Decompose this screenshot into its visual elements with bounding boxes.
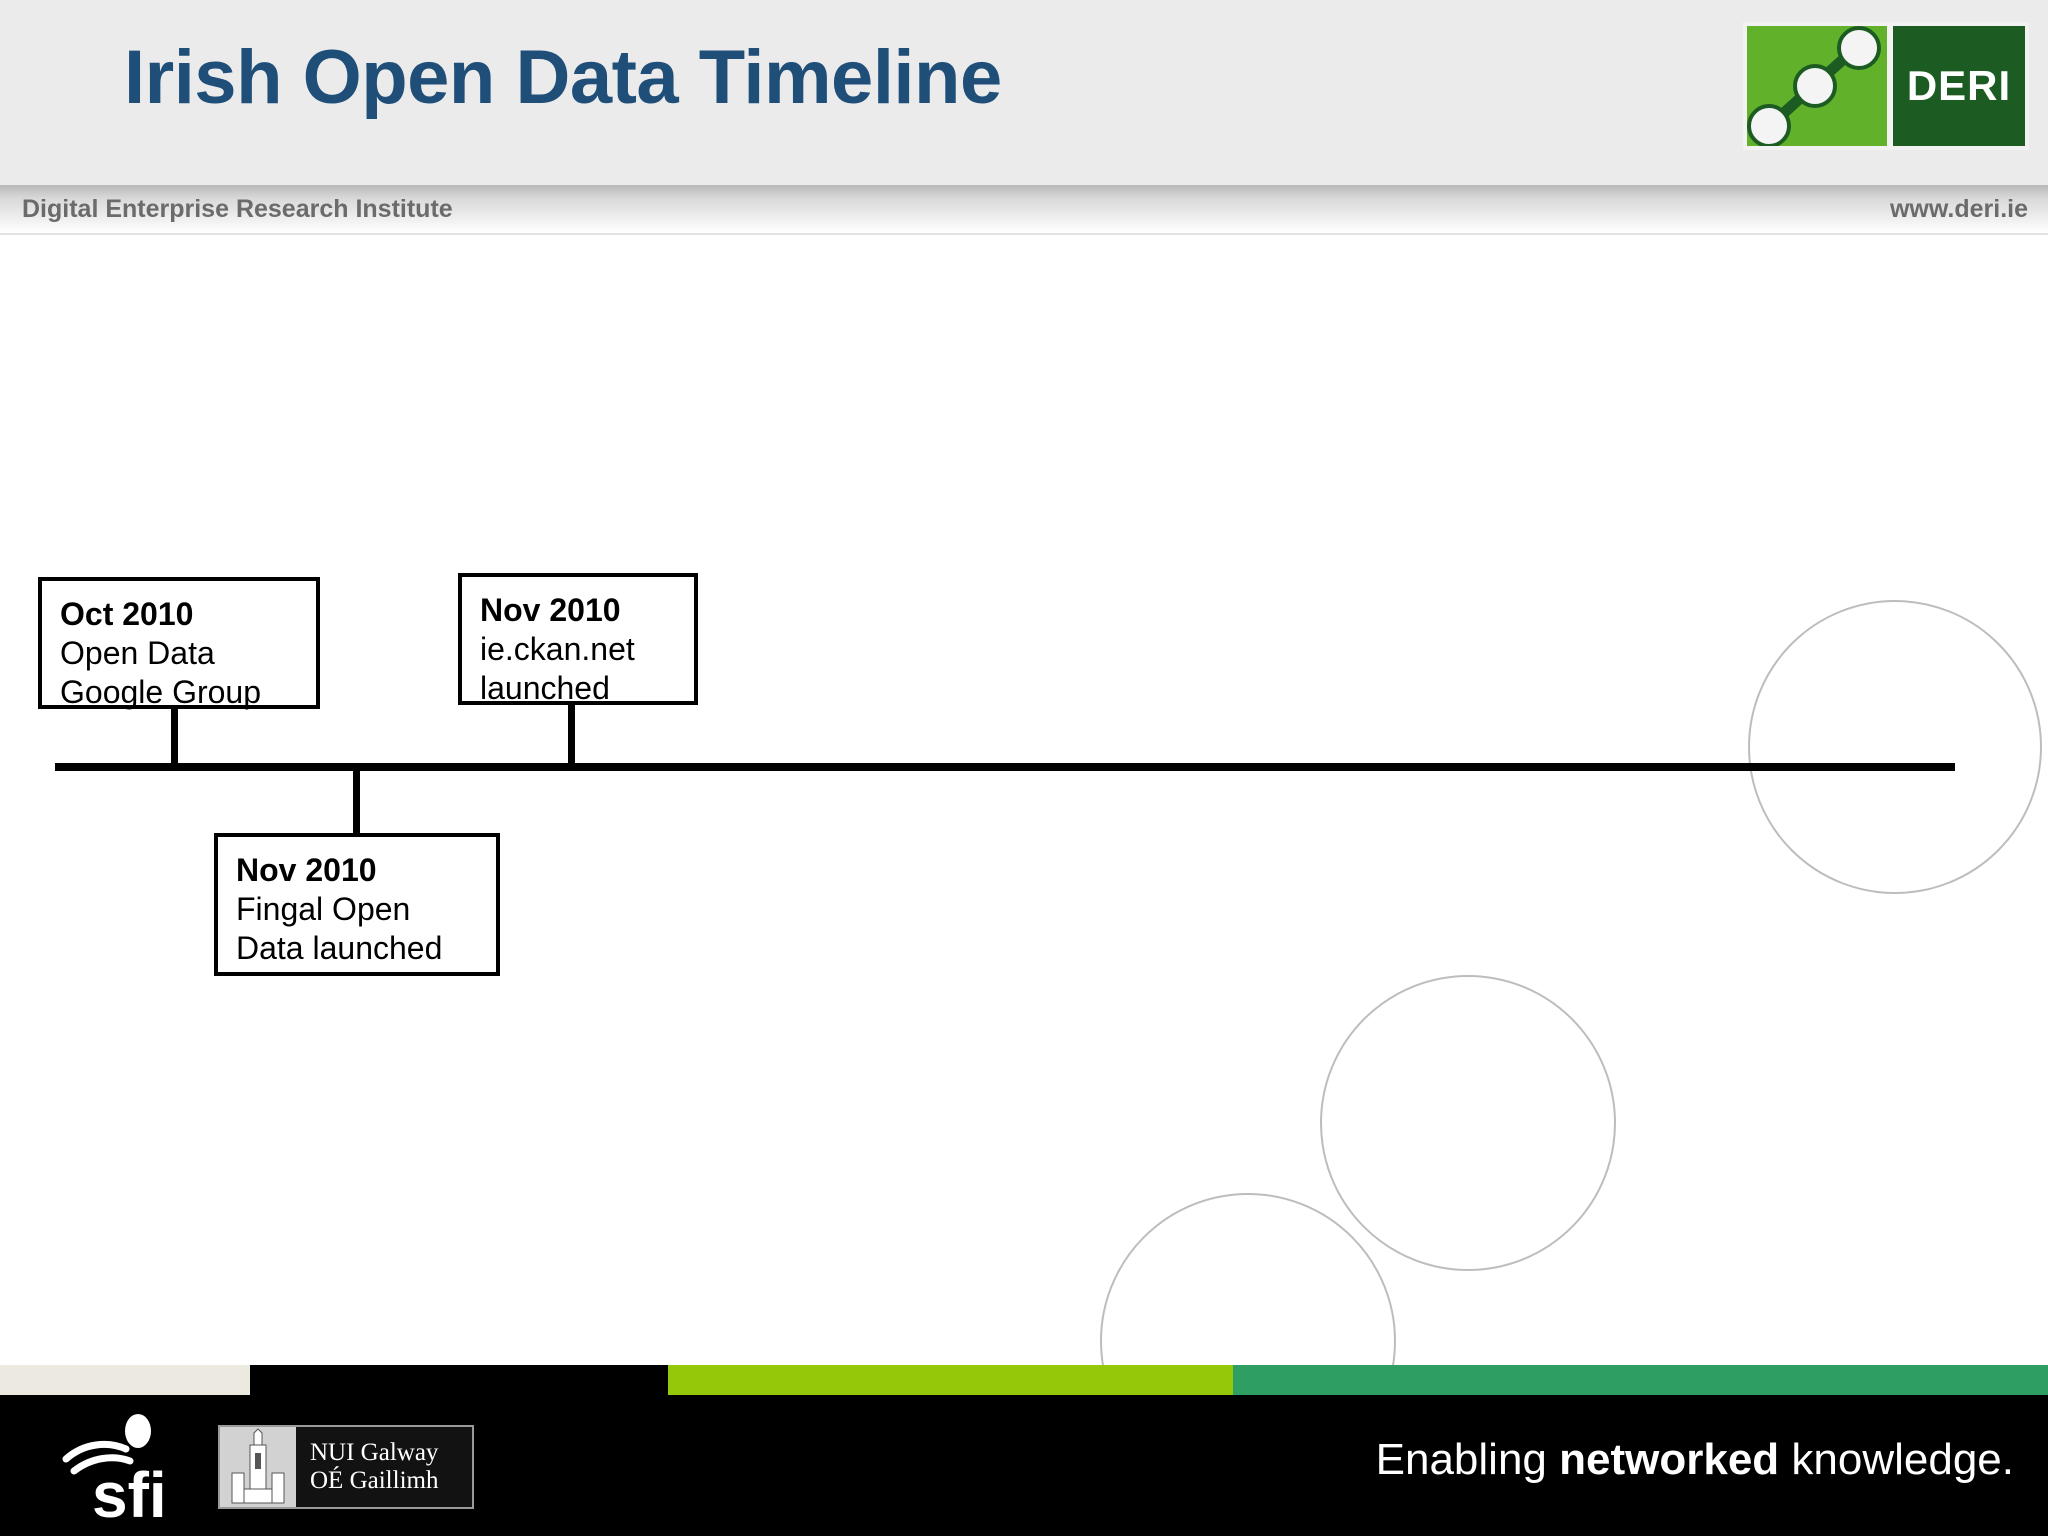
timeline-event-date: Nov 2010 — [480, 592, 621, 628]
timeline-event-box[interactable]: Nov 2010 ie.ckan.net launched — [458, 573, 698, 707]
institute-name: Digital Enterprise Research Institute — [22, 195, 453, 223]
footer-stripe-cream — [0, 1365, 250, 1395]
nui-name-irish: OÉ Gaillimh — [310, 1467, 439, 1494]
timeline-event-line1: ie.ckan.net — [480, 631, 635, 668]
deri-logo-wordmark: DERI — [1893, 26, 2025, 146]
sfi-logo-icon: sfi — [62, 1414, 167, 1531]
timeline-connector — [353, 767, 360, 837]
footer-stripe-green — [668, 1365, 1233, 1395]
timeline-event-date: Nov 2010 — [236, 852, 377, 888]
decorative-circle-2 — [1320, 975, 1616, 1271]
slide-footer: sfi NUI Galway OÉ Gaillimh Enabli — [0, 1395, 2048, 1536]
tagline-post: knowledge. — [1779, 1435, 2014, 1484]
timeline-event-box[interactable]: Oct 2010 Open Data Google Group — [38, 577, 320, 711]
timeline-event-line1: Fingal Open — [236, 891, 411, 928]
timeline-event-box[interactable]: Nov 2010 Fingal Open Data launched — [214, 833, 500, 976]
deri-logo-text: DERI — [1906, 62, 2012, 109]
footer-tagline: Enabling networked knowledge. — [1376, 1435, 2014, 1485]
timeline-connector — [171, 709, 178, 767]
timeline-event-line2: launched — [480, 670, 610, 707]
nui-galway-logo: NUI Galway OÉ Gaillimh — [218, 1425, 474, 1509]
nui-logo-text: NUI Galway OÉ Gaillimh — [296, 1427, 472, 1507]
tagline-strong: networked — [1559, 1435, 1780, 1484]
nui-quadrangle-icon — [220, 1427, 296, 1507]
deri-nodes-icon — [1747, 26, 1881, 146]
timeline-event-line1: Open Data — [60, 635, 215, 672]
institute-bar: Digital Enterprise Research Institute ww… — [0, 185, 2048, 235]
decorative-circle-1 — [1748, 600, 2042, 894]
timeline-event-line2: Google Group — [60, 674, 262, 711]
deri-logo: DERI — [1743, 22, 2029, 150]
tagline-pre: Enabling — [1375, 1435, 1560, 1484]
nui-tower-icon — [220, 1427, 296, 1507]
timeline-axis — [55, 763, 1955, 771]
footer-stripe-black — [250, 1365, 668, 1395]
nui-name-english: NUI Galway — [310, 1439, 439, 1466]
timeline-event-date: Oct 2010 — [60, 596, 194, 632]
footer-stripe-teal — [1233, 1365, 2048, 1395]
slide-header: Irish Open Data Timeline DERI — [0, 0, 2048, 185]
timeline-event-line2: Data launched — [236, 930, 443, 967]
page-title: Irish Open Data Timeline — [124, 35, 1002, 120]
timeline-connector — [568, 705, 575, 767]
svg-text:sfi: sfi — [92, 1459, 167, 1523]
website-url: www.deri.ie — [1889, 195, 2028, 223]
sfi-logo: sfi — [58, 1413, 198, 1531]
deri-logo-graphic — [1747, 26, 1887, 146]
